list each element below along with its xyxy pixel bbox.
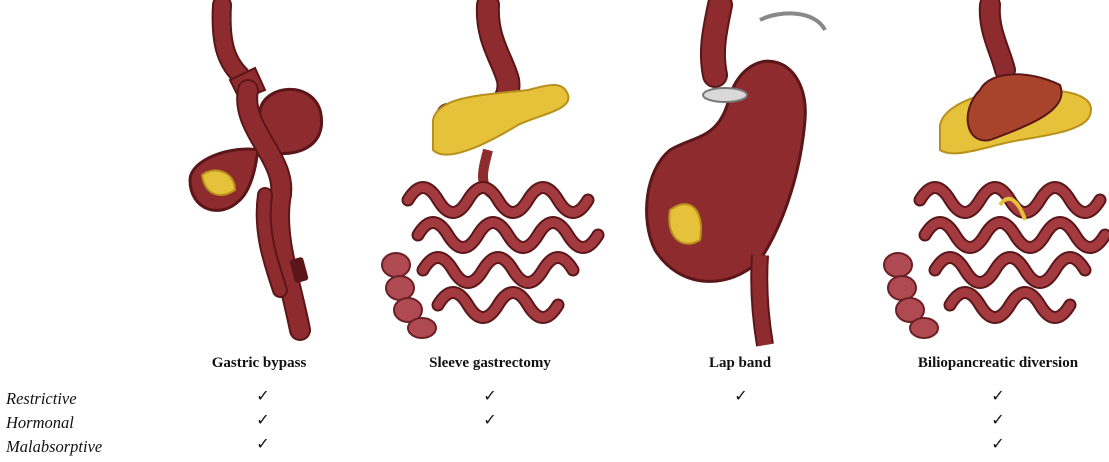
- check-sleeve-gastrectomy-hormonal: ✓: [480, 410, 500, 430]
- check-gastric-bypass-malabsorptive: ✓: [253, 434, 273, 454]
- procedure-title-sleeve-gastrectomy: Sleeve gastrectomy: [410, 355, 570, 372]
- check-biliopancreatic-diversion-restrictive: ✓: [988, 386, 1008, 406]
- gastric-bypass-illustration: [180, 0, 350, 350]
- procedure-title-gastric-bypass: Gastric bypass: [194, 355, 324, 372]
- check-gastric-bypass-restrictive: ✓: [253, 386, 273, 406]
- procedure-title-biliopancreatic-diversion: Biliopancreatic diversion: [898, 355, 1098, 372]
- row-label-malabsorptive: Malabsorptive: [6, 437, 102, 457]
- check-biliopancreatic-diversion-malabsorptive: ✓: [988, 434, 1008, 454]
- check-lap-band-restrictive: ✓: [731, 386, 751, 406]
- row-label-restrictive: Restrictive: [6, 389, 77, 409]
- lap-band-illustration: [640, 0, 830, 350]
- check-biliopancreatic-diversion-hormonal: ✓: [988, 410, 1008, 430]
- check-gastric-bypass-hormonal: ✓: [253, 410, 273, 430]
- biliopancreatic-diversion-illustration: [880, 0, 1109, 350]
- procedure-title-lap-band: Lap band: [700, 355, 780, 372]
- sleeve-gastrectomy-illustration: [378, 0, 608, 350]
- row-label-hormonal: Hormonal: [6, 413, 74, 433]
- check-sleeve-gastrectomy-restrictive: ✓: [480, 386, 500, 406]
